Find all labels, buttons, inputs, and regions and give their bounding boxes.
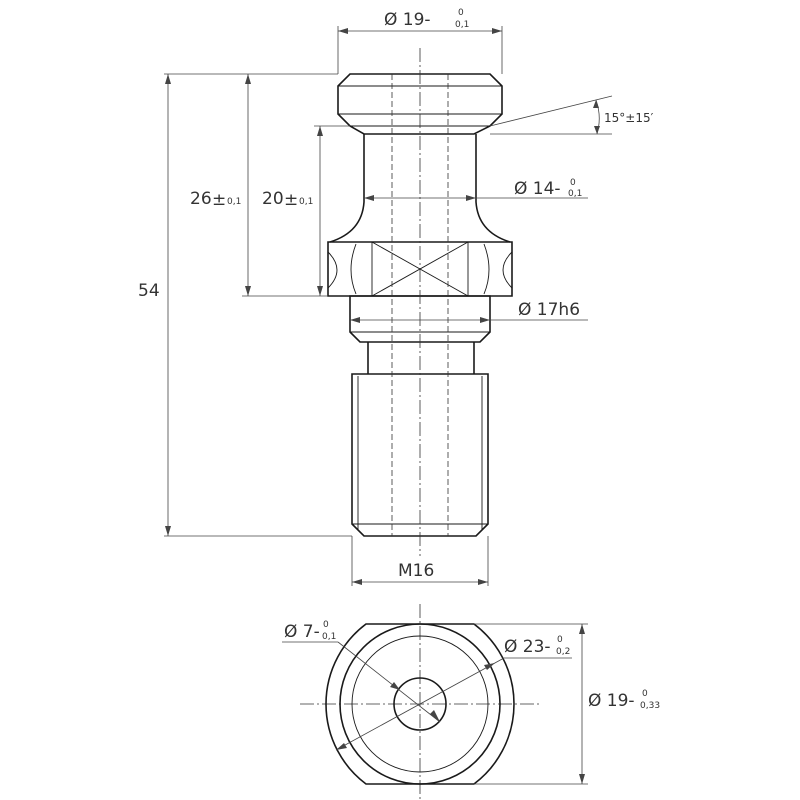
label-neck-diameter: Ø 14-	[514, 179, 561, 199]
arrow-bore-1	[390, 682, 400, 690]
arrow-cone-angle-bottom	[594, 126, 600, 134]
label-height-20: 20	[262, 189, 284, 209]
label-bore-diameter-tol-lower: 0,1	[322, 632, 336, 642]
arrow-neck-right	[466, 195, 476, 201]
arrow-collar-left	[350, 317, 360, 323]
label-neck-diameter-tol-upper: 0	[570, 178, 576, 188]
label-height-26: 26	[190, 189, 212, 209]
hex-flange-outline	[327, 241, 513, 297]
label-flat-width-tol-lower: 0,33	[640, 701, 660, 711]
arrow-flat-top	[579, 624, 585, 634]
end-view: Ø 7- 0 0,1 Ø 23- 0 0,2 Ø 19- 0 0,33	[282, 604, 660, 800]
end-view-inner-circle	[339, 623, 501, 785]
label-bore-diameter-tol-upper: 0	[323, 620, 329, 630]
hex-face-arc-right	[483, 243, 490, 295]
arrow-54-top	[165, 74, 171, 84]
end-view-thread-circle	[351, 635, 489, 773]
label-head-diameter-tol-upper: 0	[458, 8, 464, 18]
groove-outline	[367, 342, 475, 374]
arrow-26-top	[245, 74, 251, 84]
arrow-head-left	[338, 28, 348, 34]
label-head-diameter-tol-lower: 0,1	[455, 20, 469, 30]
arrow-flat-bottom	[579, 774, 585, 784]
arrow-20-bottom	[317, 286, 323, 296]
ext-line-cone-taper	[489, 95, 613, 127]
label-total-length: 54	[138, 281, 160, 301]
side-view: Ø 19- 0 0,1 15°±15′ Ø 14- 0 0,1 26 ± 0,1	[138, 8, 654, 586]
arrow-26-bottom	[245, 286, 251, 296]
arrow-collar-right	[480, 317, 490, 323]
arrow-head-right	[492, 28, 502, 34]
label-thread: M16	[398, 561, 434, 581]
hex-face-arc-left	[350, 243, 357, 295]
arrow-thread-left	[352, 579, 362, 585]
end-view-bore-circle	[393, 677, 447, 731]
label-bore-diameter: Ø 7-	[284, 622, 320, 642]
label-flat-width: Ø 19-	[588, 691, 635, 711]
arrow-bore-2	[430, 710, 440, 722]
hex-chamfer-left	[327, 251, 338, 289]
label-height-20-tol-sign: ±	[284, 190, 298, 210]
neck-outline-left	[329, 134, 365, 243]
label-height-20-tol-value: 0,1	[299, 197, 313, 207]
label-collar-diameter: Ø 17h6	[518, 300, 580, 320]
label-outer-diameter-tol-upper: 0	[557, 635, 563, 645]
label-outer-diameter-tol-lower: 0,2	[556, 647, 570, 657]
label-height-26-tol-sign: ±	[212, 190, 226, 210]
arrow-cone-angle-top	[593, 100, 599, 108]
arrow-20-top	[317, 126, 323, 136]
head-outline	[337, 73, 503, 135]
label-head-diameter: Ø 19-	[384, 10, 431, 30]
label-flat-width-tol-upper: 0	[642, 689, 648, 699]
arrow-outer-1	[336, 743, 347, 750]
neck-outline-right	[475, 134, 511, 243]
label-neck-diameter-tol-lower: 0,1	[568, 189, 582, 199]
label-height-26-tol-value: 0,1	[227, 197, 241, 207]
dim-line-bore	[337, 641, 441, 723]
arrow-outer-2	[484, 663, 495, 670]
label-outer-diameter: Ø 23-	[504, 637, 551, 657]
arrow-neck-left	[364, 195, 374, 201]
label-cone-angle: 15°±15′	[604, 111, 654, 125]
hex-chamfer-right	[502, 251, 513, 289]
dim-line-outer	[335, 657, 505, 751]
arrow-54-bottom	[165, 526, 171, 536]
arrow-thread-right	[478, 579, 488, 585]
